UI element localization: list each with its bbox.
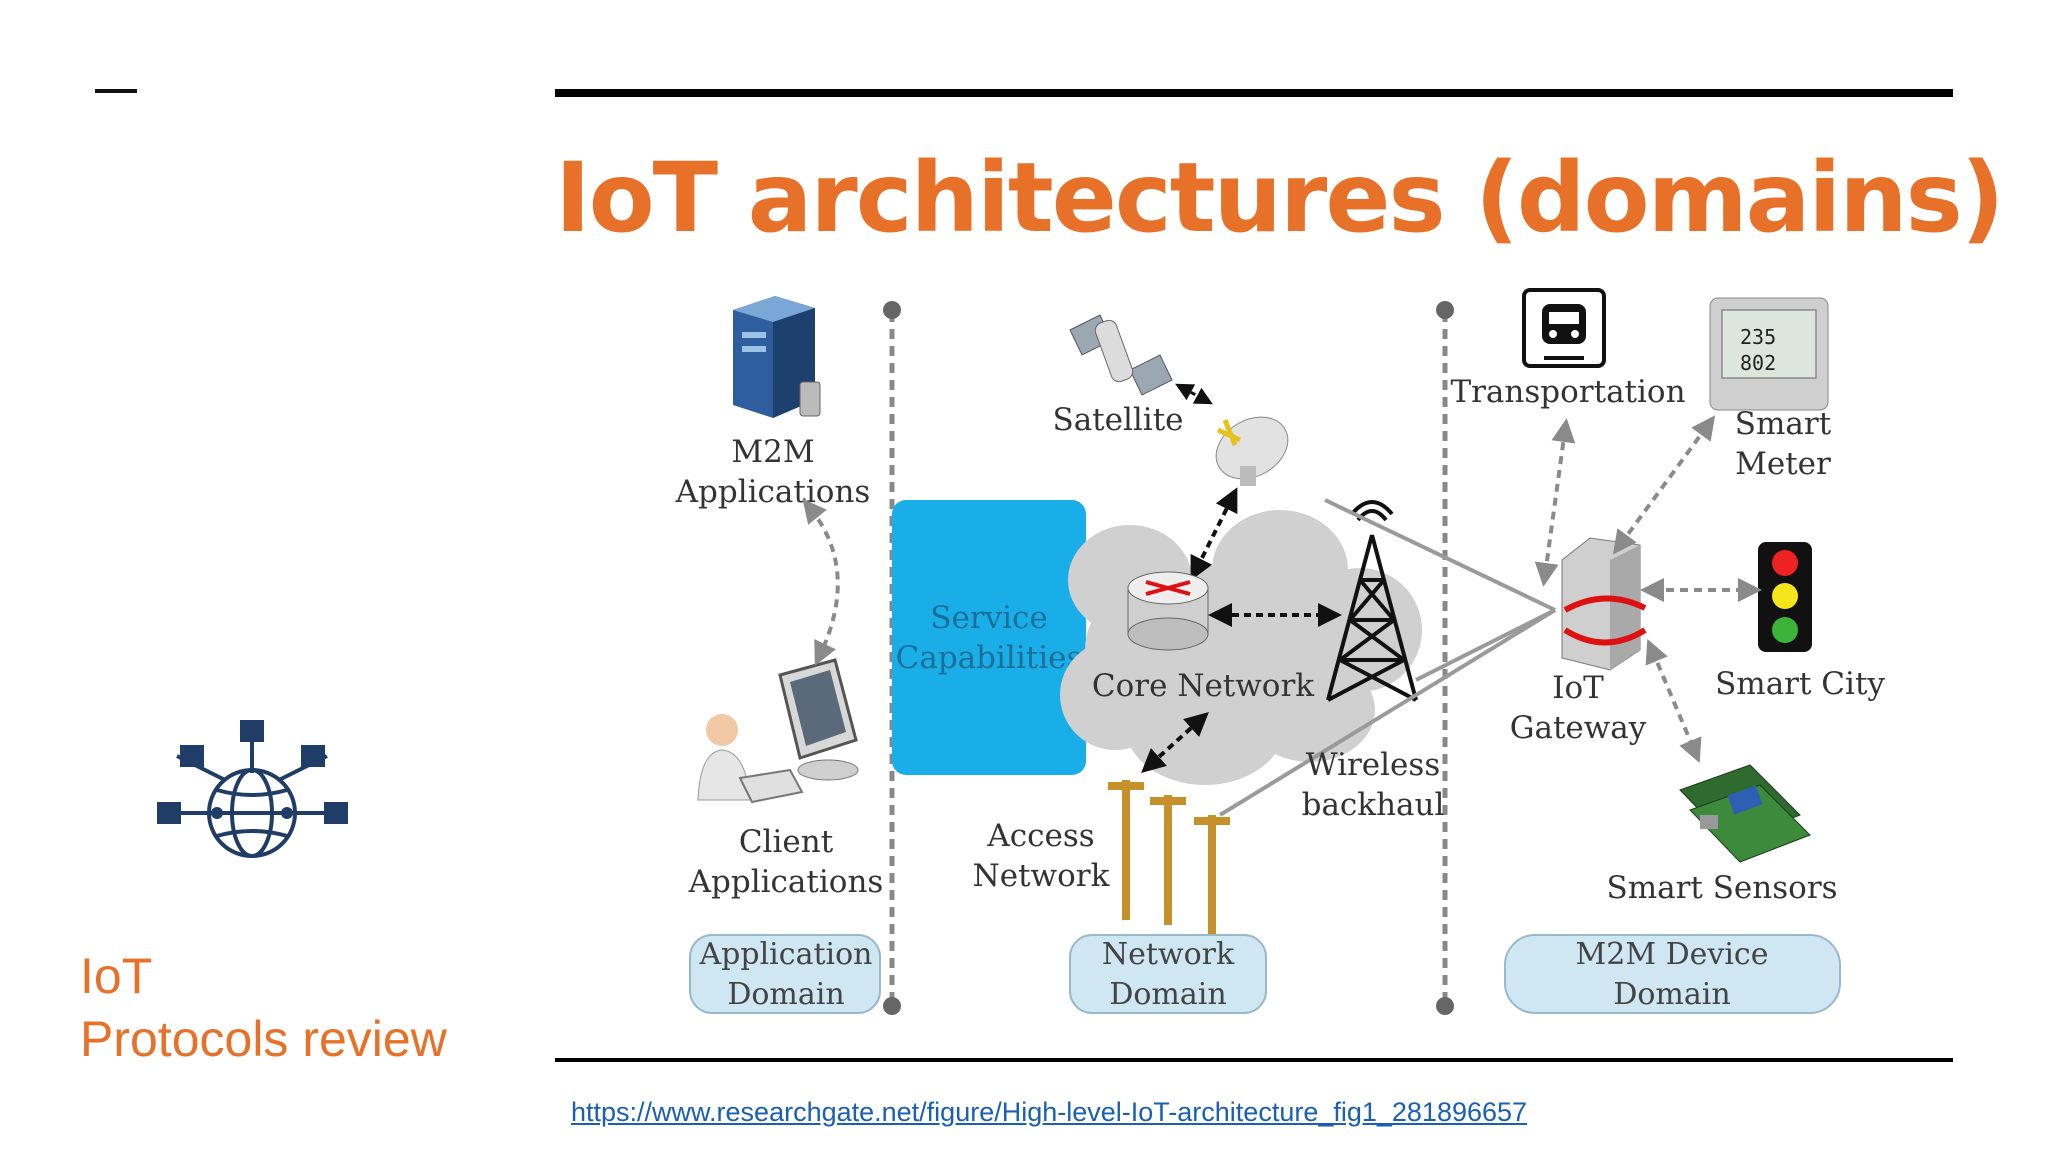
net-domain-line2: Domain [1109, 977, 1226, 1012]
app-domain-line2: Domain [727, 977, 844, 1012]
wireless-label-line2: backhaul [1302, 787, 1445, 823]
iot-network-globe-icon [157, 720, 348, 858]
side-title: IoT Protocols review [80, 945, 447, 1071]
app-domain-line1: Application [699, 937, 873, 972]
client-label-line2: Applications [688, 864, 884, 900]
traffic-light-icon [1758, 542, 1812, 652]
service-capabilities-line2: Capabilities [896, 640, 1083, 676]
gateway-label-line2: Gateway [1510, 710, 1647, 746]
m2m-client-arrow [802, 498, 840, 666]
client-computer-icon [697, 658, 859, 804]
dev-domain-line2: Domain [1613, 977, 1730, 1012]
slide-title: IoT architectures (domains) [555, 142, 2005, 254]
m2m-label-line2: Applications [675, 474, 871, 510]
satellite-dish-icon [1215, 416, 1289, 486]
router-icon [1127, 571, 1209, 651]
net-domain-line1: Network [1102, 937, 1235, 972]
iot-gateway-icon [1561, 537, 1647, 671]
dev-domain-line1: M2M Device [1576, 937, 1769, 972]
smart-city-label: Smart City [1715, 666, 1885, 702]
access-network-poles-icon [1108, 780, 1230, 940]
meter-reading-2: 802 [1740, 351, 1776, 375]
smart-meter-line1: Smart [1735, 406, 1832, 442]
access-label-line2: Network [973, 858, 1110, 894]
bottom-rule [555, 1058, 1953, 1062]
transportation-label: Transportation [1450, 374, 1685, 410]
satellite-icon [1069, 314, 1173, 396]
network-domain-box [1069, 934, 1267, 1014]
train-icon [1522, 288, 1606, 368]
m2m-server-icon [733, 296, 821, 418]
service-capabilities-line1: Service [930, 600, 1048, 636]
satellite-dish-arrow [1175, 383, 1213, 405]
dish-router-arrow [1190, 487, 1238, 581]
satellite-label: Satellite [1052, 402, 1183, 438]
smart-sensors-board-icon [1679, 764, 1811, 863]
service-capabilities-box [892, 500, 1086, 775]
iot-architecture-diagram: Service Capabilities M2M Applications Cl… [675, 288, 1885, 1015]
access-label-line1: Access [986, 818, 1094, 854]
client-label-line1: Client [739, 824, 834, 860]
wireless-label-line1: Wireless [1306, 747, 1440, 783]
domain-separator-right [1436, 301, 1454, 1015]
side-title-line2: Protocols review [80, 1011, 447, 1067]
device-domain-box [1504, 934, 1841, 1014]
smart-meter-line2: Meter [1735, 446, 1831, 482]
top-rule [555, 89, 1953, 97]
cell-tower-icon [1326, 500, 1418, 702]
gateway-label-line1: IoT [1552, 670, 1604, 706]
core-network-label: Core Network [1092, 668, 1314, 704]
source-link[interactable]: https://www.researchgate.net/figure/High… [571, 1097, 1528, 1127]
m2m-label-line1: M2M [731, 434, 814, 470]
gateway-device-arrows [1534, 415, 1762, 764]
backhaul-lines [1218, 498, 1557, 817]
application-domain-box [689, 934, 881, 1014]
smart-meter-icon: 235 802 [1709, 297, 1829, 411]
smart-sensors-label: Smart Sensors [1606, 870, 1837, 906]
side-title-line1: IoT [80, 948, 153, 1004]
top-left-dash [95, 89, 137, 93]
meter-reading-1: 235 [1740, 325, 1776, 349]
